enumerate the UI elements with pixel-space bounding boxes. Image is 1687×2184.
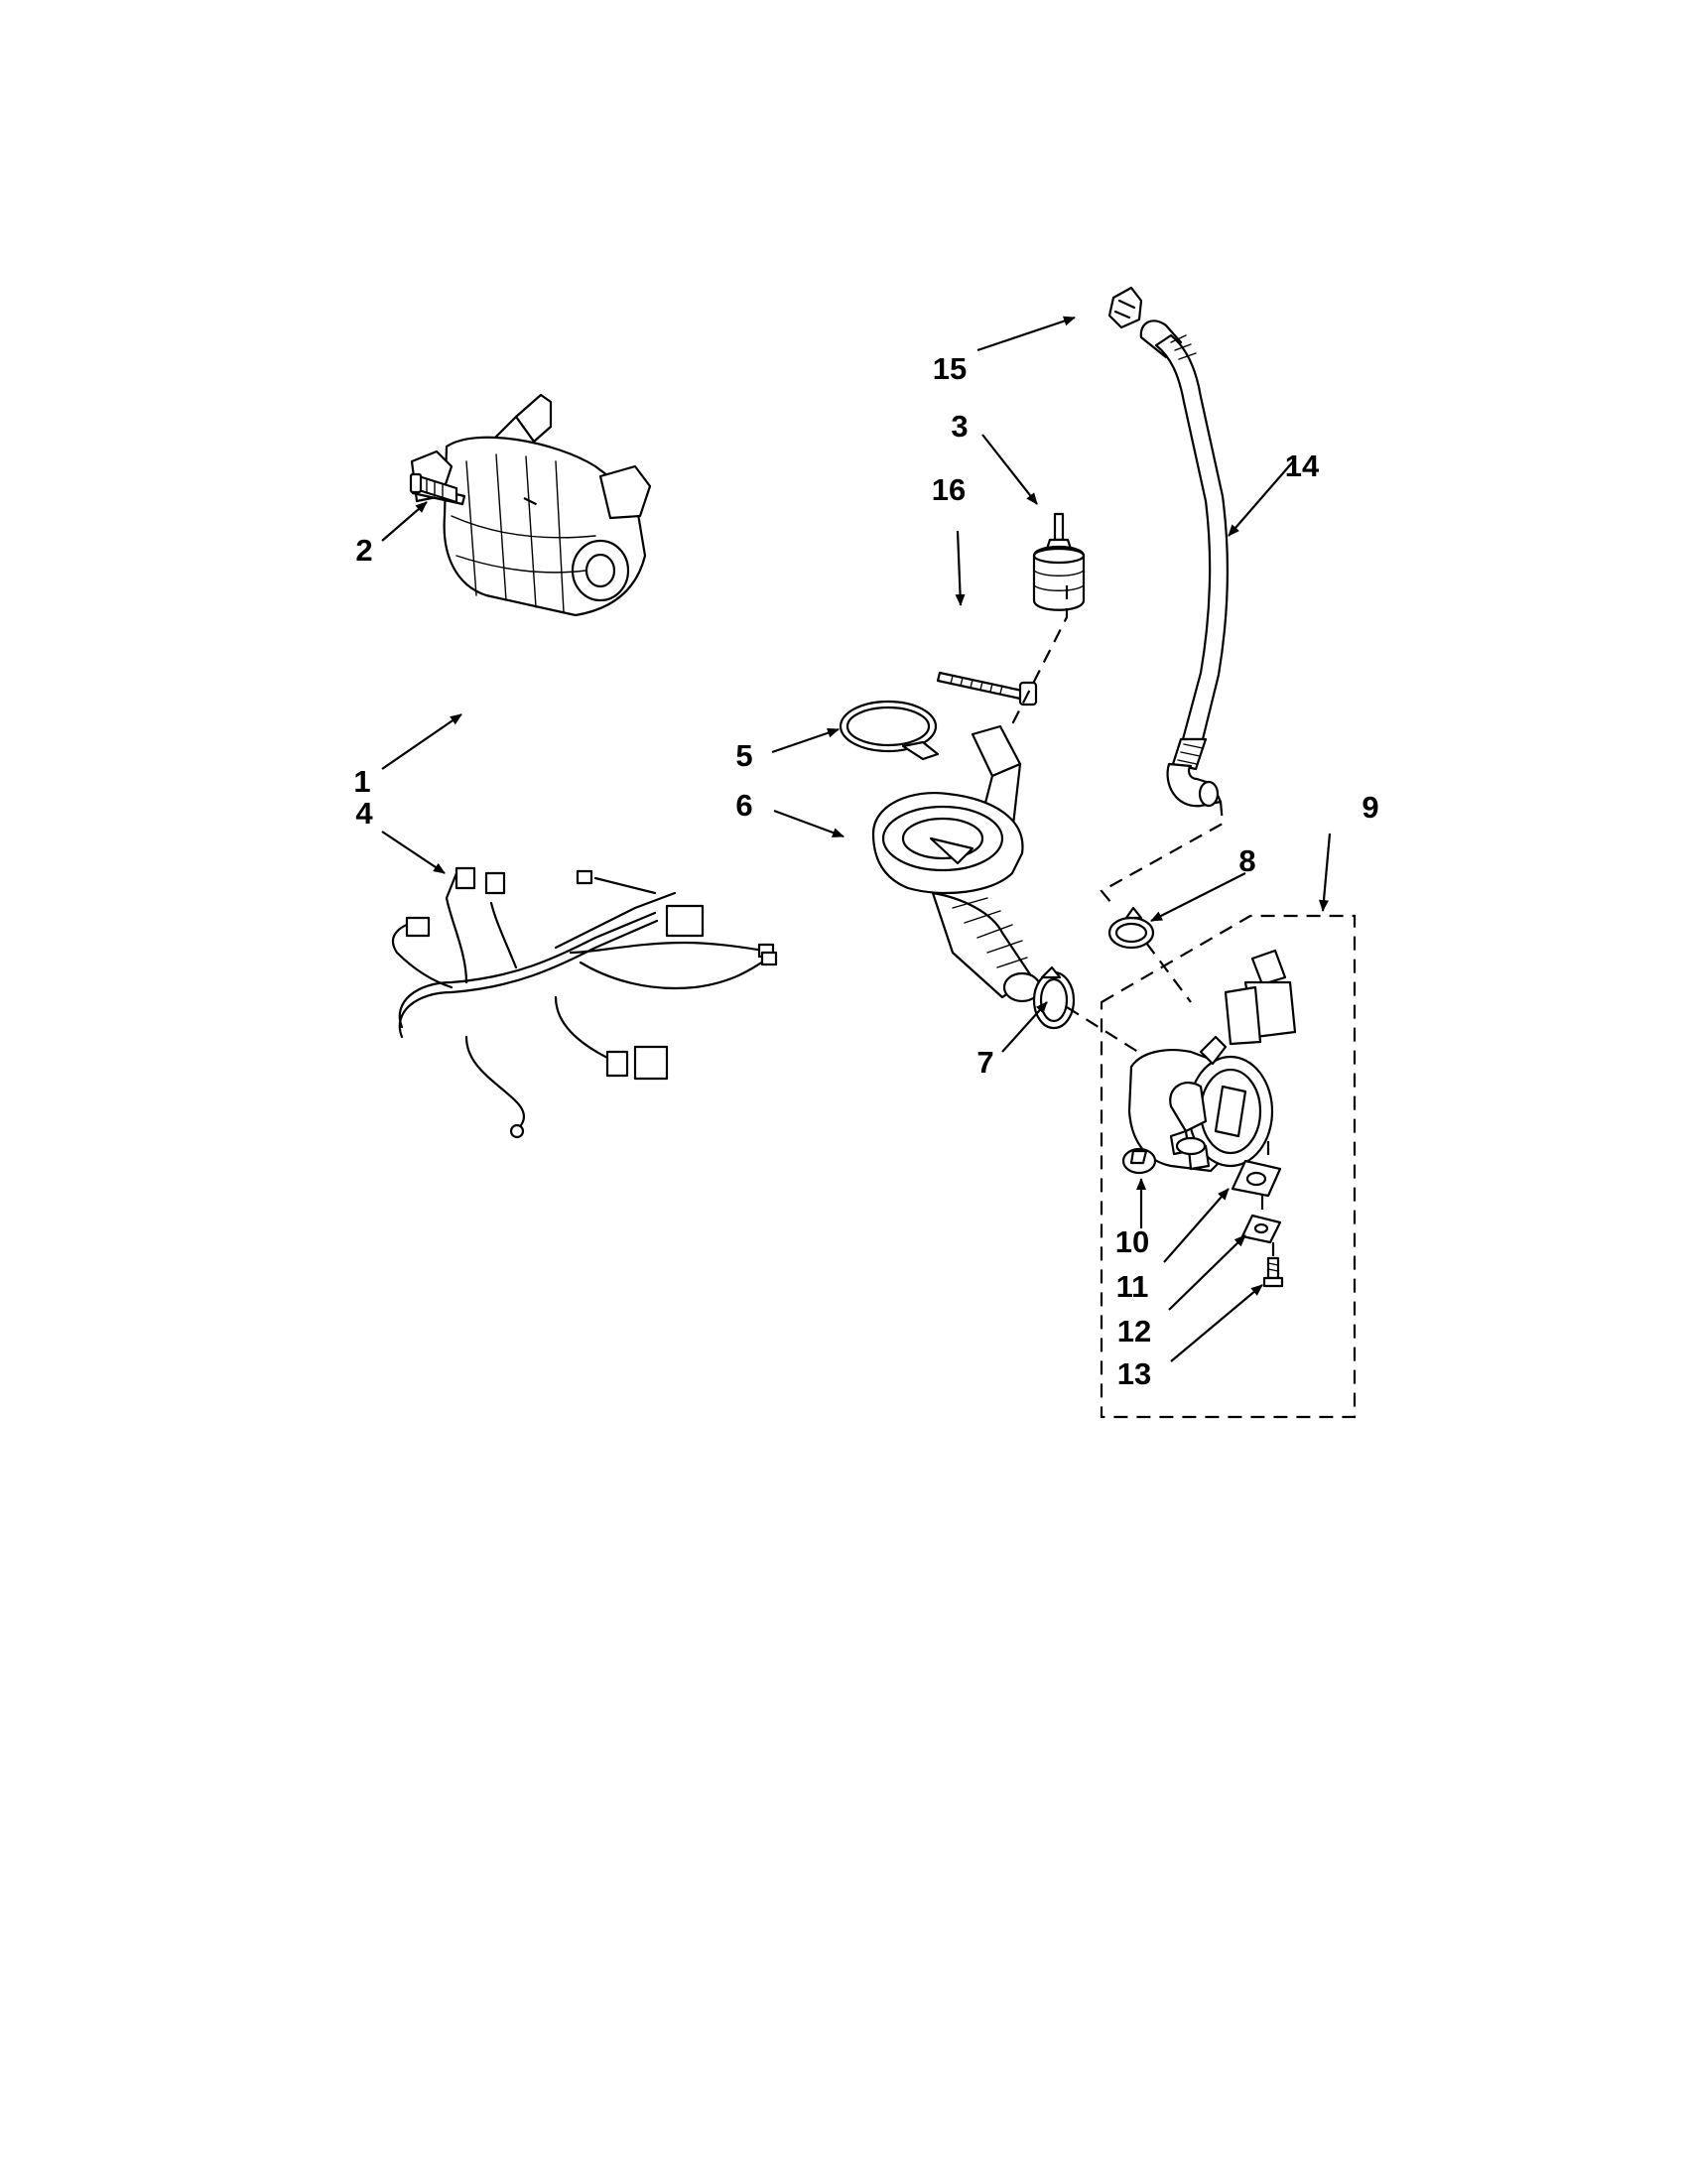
callout-16: 16 (932, 472, 966, 507)
callout-12: 12 (1117, 1314, 1151, 1349)
drain-hose-part (1139, 320, 1230, 808)
clamp-small-part (1032, 965, 1076, 1030)
callout-3: 3 (951, 409, 968, 444)
callout-5: 5 (735, 738, 752, 773)
callout-8: 8 (1238, 843, 1255, 878)
tub-outlet-part (871, 724, 1042, 1003)
clamp-hose-part (1107, 906, 1155, 950)
callout-labels: 1 2 3 4 5 6 7 8 9 10 11 12 13 14 15 16 (353, 351, 1378, 1391)
callout-1: 1 (353, 764, 370, 799)
callout-2: 2 (355, 533, 372, 568)
pump-group-box (1100, 914, 1357, 1419)
screw-part (1262, 1256, 1284, 1288)
clip-part (1121, 1147, 1157, 1175)
callout-7: 7 (976, 1045, 993, 1080)
callout-15: 15 (933, 351, 967, 386)
callout-6: 6 (735, 788, 752, 823)
explode-lines (523, 497, 1275, 1258)
callout-4: 4 (355, 796, 373, 831)
adapter-part (1032, 512, 1086, 611)
clamp-part (839, 700, 940, 761)
pump-assembly-part (1127, 949, 1297, 1173)
bracket-part (1240, 1214, 1282, 1244)
callout-11: 11 (1116, 1269, 1149, 1304)
callout-13: 13 (1117, 1356, 1151, 1391)
motor-part (410, 393, 652, 617)
plate-part (1231, 1159, 1282, 1198)
leader-arrows (381, 316, 1332, 1362)
callout-10: 10 (1115, 1224, 1149, 1259)
cable-tie-part (936, 671, 1038, 707)
callout-9: 9 (1362, 790, 1378, 825)
callout-14: 14 (1285, 449, 1320, 483)
wire-harness-part (391, 866, 778, 1139)
hose-clip-part (1107, 286, 1143, 329)
bolt-part (409, 472, 466, 506)
